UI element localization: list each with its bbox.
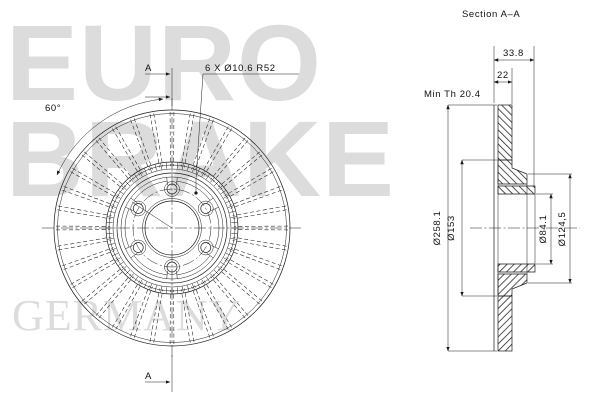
dim-overall-width-label: 33.8 <box>503 48 524 59</box>
dim-thickness-label: 22 <box>497 70 509 81</box>
friction-ring-top-outboard <box>498 105 512 160</box>
front-view: 60° A A 6 X Ø10.6 R52 <box>42 63 302 392</box>
hub-bell-bottom-fill <box>498 274 527 296</box>
bolt-circle <box>132 188 212 268</box>
hub-bell-top-fill <box>498 160 527 184</box>
hub-flange-top-fill <box>498 186 535 194</box>
hub-outer-inner <box>120 176 224 280</box>
bolt-hole <box>164 181 180 197</box>
hub-transition-ring <box>112 168 232 288</box>
center-bore <box>144 200 200 256</box>
radius-line <box>131 201 173 229</box>
disc-outer-edge-inner <box>57 113 287 343</box>
bolt-holes <box>130 181 214 275</box>
min-thickness-label: Min Th 20.4 <box>424 89 481 100</box>
bolt-hole <box>198 200 214 217</box>
dim-od-label: Ø258.1 <box>432 211 443 246</box>
section-marker-top: A <box>145 63 152 74</box>
friction-ring-bottom-outboard <box>498 296 512 351</box>
hub-flange-bottom-fill <box>498 264 535 272</box>
watermark-line3: GERMANY <box>12 291 241 340</box>
bolt-hole <box>130 200 146 217</box>
section-view: Section A–A <box>424 9 580 352</box>
bolt-hole <box>164 259 180 275</box>
hole-callout-leader <box>195 73 299 193</box>
angle-arc-60 <box>56 97 164 176</box>
friction-ring-inner <box>105 161 239 295</box>
section-marker-bottom: A <box>145 371 152 382</box>
bolt-hole <box>130 239 146 256</box>
center-bore-chamfer <box>142 198 202 258</box>
leader-dot <box>194 191 198 195</box>
dim-id-label: Ø153 <box>446 215 457 241</box>
dim-pcd-label: Ø124,5 <box>557 212 568 247</box>
hub-outer <box>116 172 228 284</box>
hole-callout-label: 6 X Ø10.6 R52 <box>205 63 276 74</box>
angle-label: 60° <box>45 103 61 114</box>
section-title: Section A–A <box>462 9 520 20</box>
disc-outer-edge <box>53 109 291 347</box>
bolt-hole <box>198 239 214 256</box>
dim-bore-label: Ø84.1 <box>538 215 549 244</box>
vane-root-ticks <box>106 162 238 294</box>
